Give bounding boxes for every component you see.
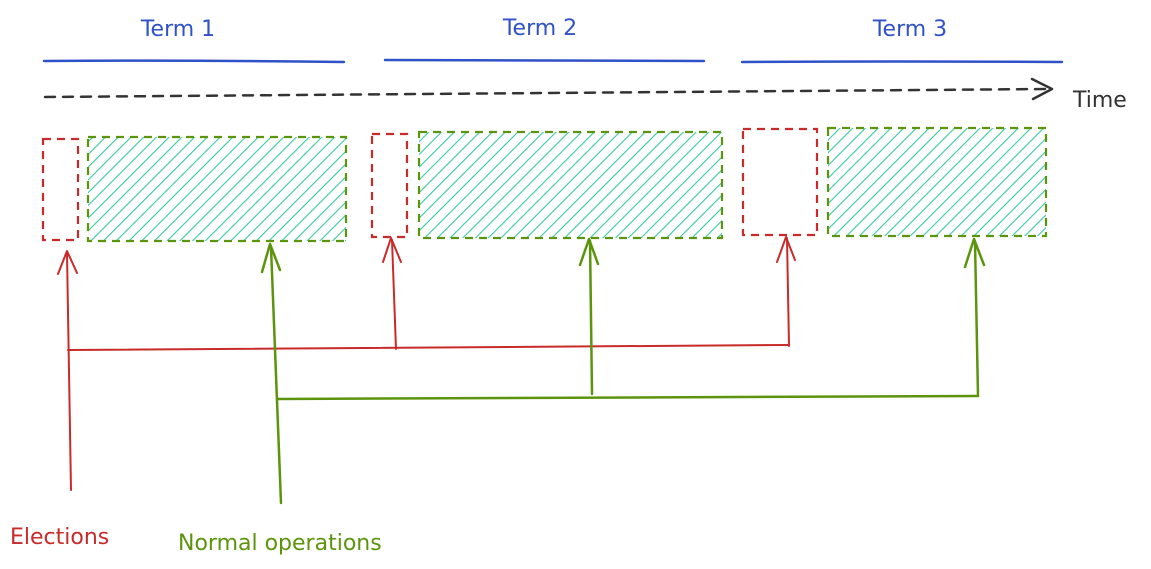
elections-connector (57, 236, 796, 491)
election-box-term-1 (41, 137, 80, 242)
term-1-line (42, 59, 346, 64)
normal-operations-box-term-2 (417, 130, 724, 240)
time-arrow-line (43, 87, 1050, 99)
normal-operations-label: Normal operations (178, 531, 382, 556)
normal-operations-box-term-3 (826, 126, 1048, 238)
term-1-label: Term 1 (140, 17, 215, 42)
normal-operations-box-term-1 (86, 135, 348, 243)
time-arrow-head (1030, 77, 1054, 101)
elections-label: Elections (10, 525, 109, 550)
term-2-label: Term 2 (502, 16, 577, 41)
election-box-term-2 (370, 132, 409, 239)
normal-operations-connector (260, 237, 986, 505)
term-2-line (383, 58, 706, 63)
time-label: Time (1072, 88, 1127, 113)
election-box-term-3 (741, 127, 819, 237)
term-3-label: Term 3 (872, 17, 947, 42)
term-3-line (740, 60, 1064, 64)
